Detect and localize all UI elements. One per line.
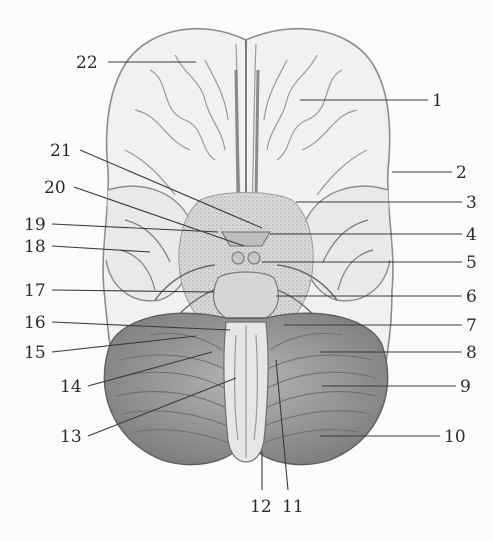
label-5: 5 xyxy=(466,253,477,273)
label-22: 22 xyxy=(76,53,98,73)
label-15: 15 xyxy=(24,343,46,363)
label-1: 1 xyxy=(432,91,443,111)
label-21: 21 xyxy=(50,141,72,161)
label-11: 11 xyxy=(282,497,304,517)
label-7: 7 xyxy=(466,316,477,336)
label-3: 3 xyxy=(466,193,477,213)
label-14: 14 xyxy=(60,377,82,397)
label-16: 16 xyxy=(24,313,46,333)
label-8: 8 xyxy=(466,343,477,363)
label-20: 20 xyxy=(44,178,66,198)
label-6: 6 xyxy=(466,287,477,307)
label-10: 10 xyxy=(444,427,466,447)
label-19: 19 xyxy=(24,215,46,235)
label-9: 9 xyxy=(460,377,471,397)
label-13: 13 xyxy=(60,427,82,447)
label-17: 17 xyxy=(24,281,46,301)
label-2: 2 xyxy=(456,163,467,183)
label-18: 18 xyxy=(24,237,46,257)
medulla-oblongata xyxy=(224,322,268,462)
label-12: 12 xyxy=(250,497,272,517)
label-4: 4 xyxy=(466,225,477,245)
